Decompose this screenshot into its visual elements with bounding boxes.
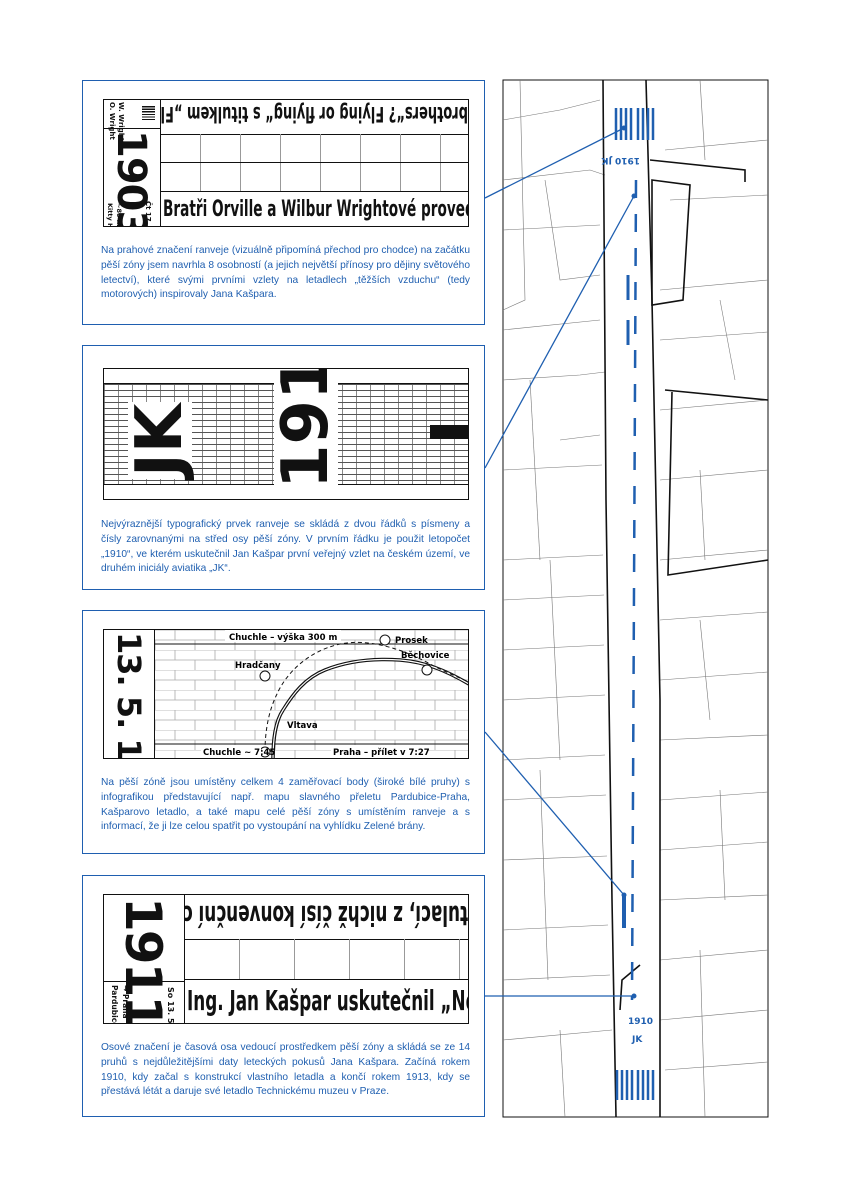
runway-numbers-tile: 1910 JK — [103, 368, 469, 500]
upside-down-line: tulací, z nichž čísí konvenční chlad“ — [185, 899, 468, 932]
runway-axis — [622, 179, 638, 1001]
label-prosek: Prosek — [395, 636, 428, 646]
leader-lines — [484, 127, 635, 997]
caption-1: Na prahové značení ranveje (vizuálně při… — [101, 245, 470, 301]
flight-route — [264, 641, 468, 753]
building-outlines — [502, 79, 769, 1118]
label-chuchle-height: Chuchle – výška 300 m — [229, 632, 337, 643]
center-stripe — [430, 425, 468, 439]
point-brechovice — [421, 664, 433, 676]
numerals-1910: 1910 — [269, 369, 343, 491]
main-line: Bratři Orville a Wilbur Wrightové proved… — [163, 197, 468, 222]
label-hradcany: Hradčany — [235, 660, 281, 671]
date-column: 13. 5. 1911 — [104, 630, 155, 758]
upside-down-text-row: tulací, z nichž čísí konvenční chlad“ — [185, 895, 468, 940]
date-label: Čt 17. 12. — [144, 201, 152, 227]
label-vltava: Vltava — [287, 721, 318, 731]
year-column: 1911 Pardubice → Praha So 13. 5. — [104, 895, 185, 1023]
label-praha: Praha – přílet v 7:27 — [333, 748, 430, 758]
year-1903: 1903 — [108, 130, 154, 227]
place-kitty-hawk: Kitty Hawk — [106, 203, 114, 227]
flight-map-tile: 13. 5. 1911 Chuchle – výška 300 m Prosek — [103, 629, 469, 759]
panel-axis-timeline: 1911 Pardubice → Praha So 13. 5. tulací,… — [82, 875, 485, 1117]
flag-icon — [142, 106, 155, 120]
flight-date: 13. 5. 1911 — [110, 632, 148, 759]
point-hradcany — [259, 670, 271, 682]
main-text-row: Ing. Jan Kašpar uskutečnil „Nejdelší — [185, 979, 468, 1023]
street-edges — [602, 79, 769, 1118]
threshold-stripes-top — [614, 108, 655, 140]
main-text-row: Bratři Orville a Wilbur Wrightové proved… — [161, 191, 468, 226]
year-column: O. Wright W. Wright 1903 Kitty Hawk ~80 … — [104, 100, 161, 227]
distance: ~80 m~ — [115, 203, 123, 227]
label-brechovice: Běchovice — [401, 650, 450, 661]
name-wilbur: W. Wright — [117, 102, 125, 142]
timeline-tile: 1911 Pardubice → Praha So 13. 5. tulací,… — [103, 894, 469, 1024]
year-1911: 1911 — [114, 897, 172, 1024]
initials-jk: JK — [123, 401, 197, 479]
panel-targeting-points: 13. 5. 1911 Chuchle – výška 300 m Prosek — [82, 610, 485, 854]
map-label-bottom-1910: 1910 — [628, 1017, 653, 1027]
threshold-stripes-bottom — [615, 1070, 655, 1100]
upside-down-line: brothers“? Flying or flying“ s titulkem … — [161, 102, 468, 126]
panel-typographic-element: 1910 JK Nejvýraznější typografický prvek… — [82, 345, 485, 590]
brick-grid — [161, 134, 468, 191]
label-chuchle-time: Chuchle ~ 7:45 — [203, 748, 275, 758]
caption-4: Osové značení je časová osa vedoucí pros… — [101, 1042, 470, 1098]
threshold-tile: O. Wright W. Wright 1903 Kitty Hawk ~80 … — [103, 99, 469, 227]
leader-dots — [621, 125, 637, 999]
route-to: → Praha — [121, 985, 130, 1019]
caption-2: Nejvýraznější typografický prvek ranveje… — [101, 519, 470, 575]
route-from: Pardubice — [110, 985, 119, 1024]
main-line: Ing. Jan Kašpar uskutečnil „Nejdelší — [187, 984, 468, 1017]
point-prosek — [379, 634, 391, 646]
flight-date: So 13. 5. — [166, 987, 175, 1024]
name-orville: O. Wright — [108, 102, 116, 140]
flight-map: Chuchle – výška 300 m Prosek Běchovice H… — [155, 630, 468, 758]
caption-3: Na pěší zóně jsou umístěny celkem 4 zamě… — [101, 777, 470, 833]
panel-threshold-marking: O. Wright W. Wright 1903 Kitty Hawk ~80 … — [82, 80, 485, 325]
map-label-bottom-jk: JK — [631, 1035, 643, 1045]
map-label-top: 1910 JK — [600, 155, 640, 165]
upside-down-text-row: brothers“? Flying or flying“ s titulkem … — [161, 100, 468, 135]
brick-grid — [185, 939, 468, 979]
